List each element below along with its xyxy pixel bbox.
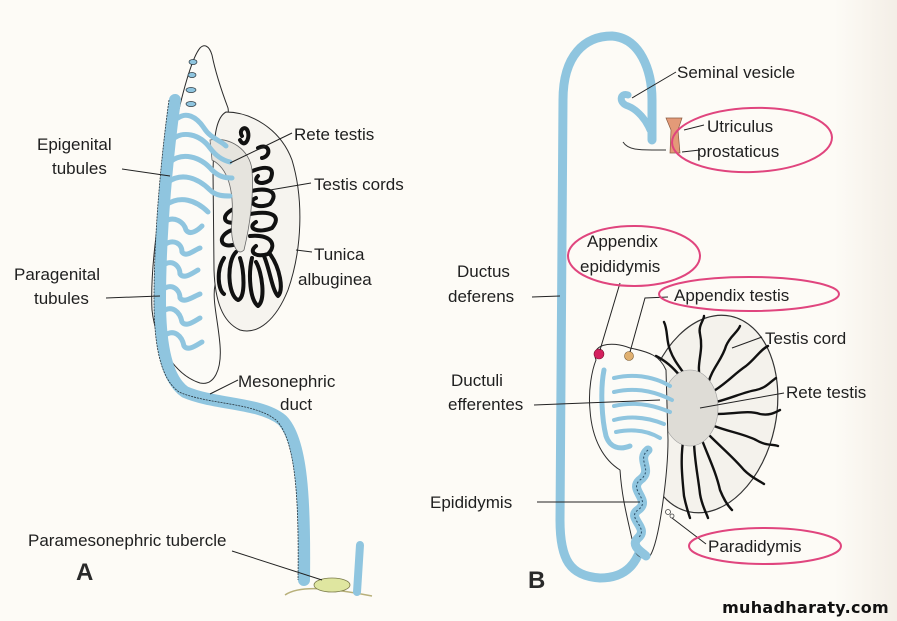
label-utriculus-line1: Utriculus <box>707 117 773 136</box>
label-ductus-deferens-line2: deferens <box>448 287 514 306</box>
leaders-a <box>105 132 323 581</box>
rete-testis-b <box>661 369 719 447</box>
label-mesonephric-line1: Mesonephric <box>238 372 336 391</box>
highlight-circles <box>567 106 842 565</box>
panel-b: Seminal vesicle Utriculus prostaticus Ap… <box>430 31 866 594</box>
label-epididymis: Epididymis <box>430 493 512 512</box>
ductuli-efferentes <box>599 367 674 451</box>
epigenital-tubules <box>163 112 235 215</box>
appendix-testis-dot <box>624 351 634 361</box>
label-tunica-line1: Tunica <box>314 245 365 264</box>
label-paragenital-line2: tubules <box>34 289 89 308</box>
circle-utriculus <box>671 106 833 174</box>
appendix-epididymis-dot <box>593 348 605 360</box>
panel-letter-a: A <box>76 559 93 586</box>
paragenital-tubules <box>159 216 205 351</box>
seminal-vesicle <box>617 91 666 151</box>
paradidymis-shape <box>665 509 675 519</box>
leaders-b <box>531 71 785 545</box>
label-rete-testis-b: Rete testis <box>786 383 866 402</box>
panel-letter-b: B <box>528 567 545 594</box>
label-appendix-testis: Appendix testis <box>674 286 789 305</box>
label-ductuli-line2: efferentes <box>448 395 523 414</box>
circle-appendix-testis <box>658 276 840 312</box>
label-utriculus-line2: prostaticus <box>697 142 779 161</box>
label-epigenital-line1: Epigenital <box>37 135 112 154</box>
label-paragenital-line1: Paragenital <box>14 265 100 284</box>
panel-a: Epigenital tubules Paragenital tubules R… <box>14 45 404 597</box>
circle-paradidymis <box>688 527 842 565</box>
circle-appendix-epididymis <box>567 225 701 287</box>
mesonephric-duct <box>154 94 311 586</box>
label-paramesonephric-tubercle: Paramesonephric tubercle <box>28 531 226 550</box>
label-ductuli-line1: Ductuli <box>451 371 503 390</box>
watermark: muhadharaty.com <box>722 598 889 617</box>
mesonephric-vesicles <box>185 59 198 107</box>
label-appendix-epididymis-line1: Appendix <box>587 232 658 251</box>
paramesonephric-tubercle <box>284 541 373 597</box>
label-testis-cords: Testis cords <box>314 175 404 194</box>
label-mesonephric-line2: duct <box>280 395 312 414</box>
label-tunica-line2: albuginea <box>298 270 372 289</box>
label-rete-testis-a: Rete testis <box>294 125 374 144</box>
label-epigenital-line2: tubules <box>52 159 107 178</box>
label-paradidymis: Paradidymis <box>708 537 802 556</box>
label-appendix-epididymis-line2: epididymis <box>580 257 660 276</box>
label-ductus-deferens-line1: Ductus <box>457 262 510 281</box>
epididymis-coil <box>630 445 653 561</box>
label-testis-cord: Testis cord <box>765 329 846 348</box>
label-seminal-vesicle: Seminal vesicle <box>677 63 795 82</box>
ductus-deferens <box>555 31 657 583</box>
